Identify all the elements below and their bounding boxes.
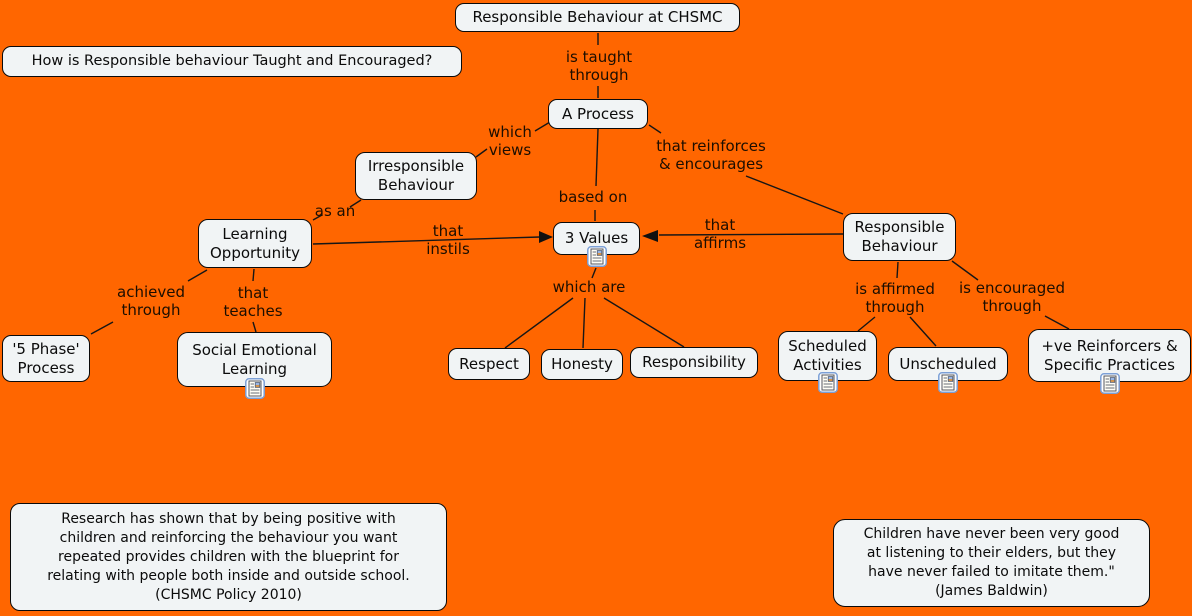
connector-line bbox=[475, 148, 488, 158]
link-label-is-affirmed-through[interactable]: is affirmed through bbox=[855, 280, 935, 316]
node-learning-opportunity[interactable]: Learning Opportunity bbox=[198, 219, 312, 268]
node-focus-question[interactable]: How is Responsible behaviour Taught and … bbox=[2, 46, 462, 77]
node-unscheduled[interactable]: Unscheduled bbox=[888, 347, 1008, 381]
link-label-achieved-through[interactable]: achieved through bbox=[117, 283, 185, 319]
three-values-resource-icon[interactable] bbox=[586, 246, 607, 267]
node-a-process[interactable]: A Process bbox=[548, 99, 648, 129]
connector-line bbox=[504, 297, 574, 349]
connector-line bbox=[595, 128, 599, 187]
connector-line bbox=[582, 297, 586, 349]
connector-line bbox=[745, 175, 844, 215]
connector-line bbox=[1044, 315, 1070, 330]
node-social-emotional-learning[interactable]: Social Emotional Learning bbox=[177, 332, 332, 387]
arrowhead-icon bbox=[642, 230, 658, 242]
node-scheduled-activities[interactable]: Scheduled Activities bbox=[778, 331, 877, 381]
link-label-that-reinforces-encourages[interactable]: that reinforces & encourages bbox=[656, 137, 766, 173]
positive-reinforcers-resource-icon[interactable] bbox=[1099, 373, 1120, 394]
node-responsibility[interactable]: Responsibility bbox=[630, 347, 758, 378]
link-label-based-on[interactable]: based on bbox=[558, 188, 628, 206]
link-label-is-taught-through[interactable]: is taught through bbox=[565, 48, 633, 84]
node-baldwin-quote[interactable]: Children have never been very good at li… bbox=[833, 519, 1150, 607]
node-research-note[interactable]: Research has shown that by being positiv… bbox=[10, 503, 447, 611]
connector-line bbox=[312, 236, 541, 245]
link-label-that-affirms[interactable]: that affirms bbox=[693, 216, 747, 252]
link-label-is-encouraged-through[interactable]: is encouraged through bbox=[958, 279, 1066, 315]
arrowhead-icon bbox=[539, 231, 553, 243]
resource-link-icon bbox=[938, 372, 958, 393]
connector-line bbox=[312, 214, 323, 221]
node-respect[interactable]: Respect bbox=[448, 348, 530, 380]
node-title[interactable]: Responsible Behaviour at CHSMC bbox=[455, 3, 740, 32]
resource-link-icon bbox=[586, 246, 607, 267]
connector-line bbox=[90, 321, 114, 335]
connector-line bbox=[187, 269, 208, 282]
node-five-phase-process[interactable]: '5 Phase' Process bbox=[2, 335, 90, 382]
connector-line bbox=[591, 267, 597, 279]
connector-line bbox=[857, 316, 876, 332]
scheduled-activities-resource-icon[interactable] bbox=[817, 372, 838, 393]
link-label-which-are[interactable]: which are bbox=[552, 278, 626, 296]
resource-link-icon bbox=[244, 378, 265, 399]
node-positive-reinforcers[interactable]: +ve Reinforcers & Specific Practices bbox=[1028, 329, 1191, 382]
node-responsible-behaviour[interactable]: Responsible Behaviour bbox=[843, 213, 956, 261]
link-label-as-an[interactable]: as an bbox=[314, 202, 356, 220]
social-emotional-learning-resource-icon[interactable] bbox=[244, 378, 265, 399]
link-label-that-teaches[interactable]: that teaches bbox=[223, 284, 283, 320]
link-label-which-views[interactable]: which views bbox=[488, 123, 532, 159]
connector-line bbox=[534, 121, 551, 132]
resource-link-icon bbox=[817, 372, 838, 393]
resource-link-icon bbox=[1099, 373, 1120, 394]
connector-line bbox=[648, 124, 662, 134]
connector-line bbox=[603, 297, 685, 348]
connector-line bbox=[951, 260, 979, 281]
connector-line bbox=[252, 321, 257, 333]
connector-line bbox=[349, 199, 362, 208]
node-irresponsible-behaviour[interactable]: Irresponsible Behaviour bbox=[355, 152, 477, 200]
link-label-that-instils[interactable]: that instils bbox=[426, 222, 470, 258]
connector-line bbox=[896, 261, 899, 279]
unscheduled-resource-icon[interactable] bbox=[938, 372, 958, 393]
connector-line bbox=[658, 233, 844, 236]
node-honesty[interactable]: Honesty bbox=[541, 349, 623, 380]
connector-line bbox=[252, 268, 255, 282]
connector-line bbox=[909, 316, 937, 347]
